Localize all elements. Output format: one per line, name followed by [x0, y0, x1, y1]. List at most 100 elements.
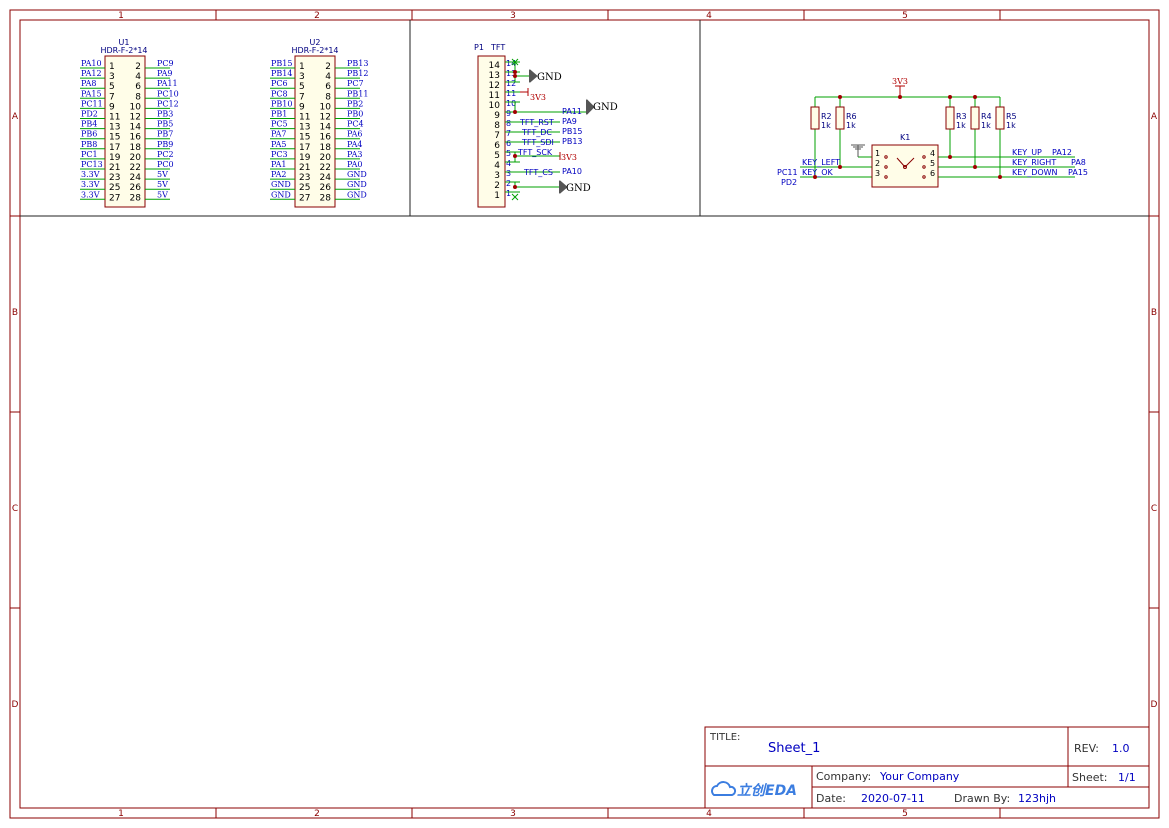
pin-number: 1: [494, 191, 500, 201]
pin-number: 28: [130, 193, 142, 203]
pin-number-inner: 4: [506, 159, 511, 168]
u1-value: HDR-F-2*14: [100, 46, 147, 55]
net-label-left: GND: [271, 190, 291, 199]
drawn-by-value: 123hjh: [1018, 792, 1056, 805]
u2-body: [294, 55, 336, 208]
u1-body: [104, 55, 146, 208]
net-label-right: PB0: [347, 110, 363, 119]
row-label-left: C: [12, 504, 18, 514]
resistor-r5-body: [995, 106, 1005, 130]
pin-number: 8: [135, 92, 141, 102]
svg-text:5: 5: [930, 159, 935, 168]
edaa-logo-text: 立创EDA: [737, 782, 797, 799]
row-label-right: C: [1151, 504, 1157, 514]
net-label-left: 3.3V: [81, 170, 100, 179]
pin-number: 16: [130, 133, 142, 143]
net-label-right: PB13: [347, 59, 368, 68]
gnd-label: GND: [537, 72, 562, 83]
row-label-right: A: [1151, 112, 1158, 122]
net-label-right: PB7: [157, 130, 173, 139]
net-label-left: PC1: [81, 150, 98, 159]
net-label-left: PA2: [271, 170, 287, 179]
resistor-bodies: [810, 106, 1005, 130]
pin-number: 15: [109, 133, 120, 143]
net-label-left: PC8: [271, 89, 288, 98]
net-label: TFT_CS: [523, 168, 553, 177]
cloud-icon: [711, 781, 737, 796]
pin-number: 3: [494, 171, 500, 181]
rev-value: 1.0: [1112, 742, 1130, 755]
pin-number: 10: [489, 101, 501, 111]
resistor-r3-body: [945, 106, 955, 130]
pin-number: 21: [109, 163, 120, 173]
net-label-right: PB11: [347, 89, 368, 98]
net-label-left: PC11: [81, 99, 103, 108]
pin-number: 12: [320, 113, 331, 123]
gnd-symbol: [529, 68, 538, 84]
net-label: TFT_SCK: [517, 148, 553, 157]
net-label: KEY_OK: [802, 168, 833, 177]
net-label: TFT_SDI: [521, 138, 554, 147]
row-label-right: D: [1151, 700, 1158, 710]
pin-number: 17: [109, 143, 120, 153]
net-label-right: PA3: [347, 150, 363, 159]
net-label: PC11: [777, 168, 798, 177]
net-label-right: PC10: [157, 89, 179, 98]
pin-number-inner: 13: [506, 69, 516, 78]
pin-number: 1: [299, 62, 305, 72]
gnd-symbol: [586, 98, 595, 116]
net-label-right: PA11: [157, 79, 178, 88]
no-connect-marker: [511, 58, 519, 201]
pin-number: 13: [299, 123, 310, 133]
pin-number: 5: [299, 82, 305, 92]
col-label-bottom: 1: [118, 809, 124, 819]
resistor-r4-body: [970, 106, 980, 130]
col-label-top: 5: [902, 11, 908, 21]
power-3v3-label: 3V3: [892, 77, 908, 86]
pin-number: 22: [130, 163, 141, 173]
net-label-right: PA9: [157, 69, 173, 78]
net-label: KEY_DOWN: [1012, 168, 1058, 177]
net-label-left: PB10: [271, 99, 292, 108]
net-label: PB15: [562, 127, 583, 136]
resistor-ref: R4: [981, 112, 992, 121]
net-label: PA8: [1071, 158, 1086, 167]
date-value: 2020-07-11: [861, 792, 925, 805]
pin-number: 12: [489, 81, 500, 91]
net-label-left: PB1: [271, 110, 287, 119]
row-label-left: B: [12, 308, 18, 318]
net-label-right: GND: [347, 180, 367, 189]
title-label: TITLE:: [709, 732, 740, 743]
title-block: TITLE: Sheet_1 REV: 1.0 Company: Your Co…: [704, 726, 1150, 809]
pin-number-inner: 1: [506, 189, 511, 198]
pin-number: 21: [299, 163, 310, 173]
junction-dots: [513, 70, 517, 189]
pin-number: 18: [130, 143, 142, 153]
resistor-labels: R2 1k R6 1k R3 1k R4 1k R5 1k: [821, 112, 1017, 130]
svg-text:1: 1: [875, 149, 880, 158]
pin-number-inner: 7: [506, 129, 511, 138]
pin-number: 23: [109, 173, 120, 183]
pin-number: 10: [320, 102, 332, 112]
pin-number: 20: [320, 153, 332, 163]
col-label-bottom: 2: [314, 809, 320, 819]
u2-ref: U2: [310, 38, 321, 47]
net-label-left: PB6: [81, 130, 97, 139]
net-label-right: PC12: [157, 99, 179, 108]
keys-circuit[interactable]: 3V3: [777, 77, 1088, 188]
pin-number: 25: [299, 183, 310, 193]
pin-number-inner: 11: [506, 89, 516, 98]
resistor-ref: R5: [1006, 112, 1017, 121]
net-label: PA12: [1052, 148, 1072, 157]
net-label-right: 5V: [157, 190, 168, 199]
net-label: PA15: [1068, 168, 1088, 177]
switch-internal: [884, 155, 926, 179]
net-label-right: PC9: [157, 59, 174, 68]
net-label-left: PA15: [81, 89, 102, 98]
